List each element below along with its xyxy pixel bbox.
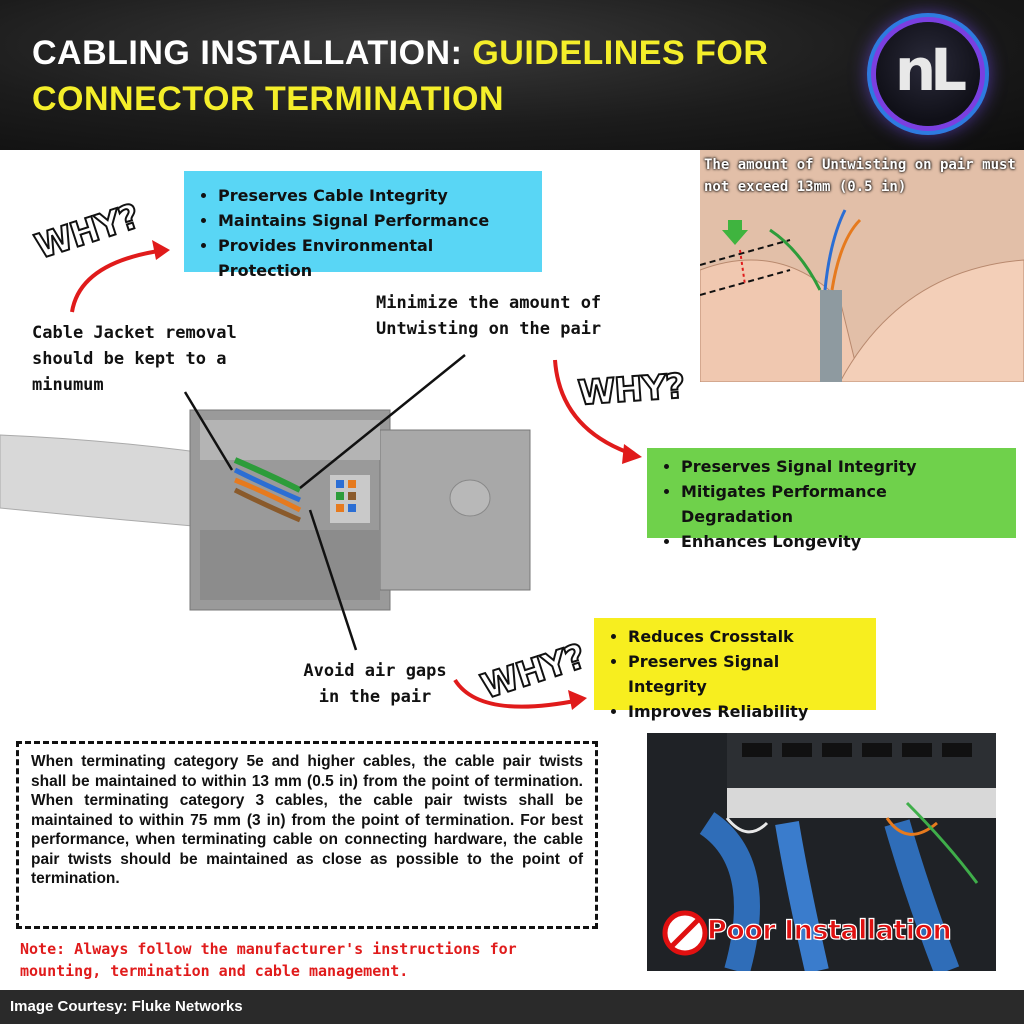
header-banner: CABLING INSTALLATION: GUIDELINES FOR CON… [0, 0, 1024, 150]
callout-air-gaps: Avoid air gaps in the pair [303, 661, 447, 707]
page-title: CABLING INSTALLATION: GUIDELINES FOR CON… [32, 30, 832, 122]
benefit-item: Preserves Signal Integrity [681, 454, 1002, 479]
benefit-item: Preserves Cable Integrity [218, 183, 528, 208]
jack-bottom [200, 530, 380, 600]
title-white: CABLING INSTALLATION: [32, 34, 473, 72]
title-yellow-1: GUIDELINES FOR [472, 34, 769, 72]
benefit-item: Preserves Signal Integrity [628, 649, 862, 699]
poor-installation-label: Poor Installation [706, 914, 952, 946]
benefits-box-green: Preserves Signal Integrity Mitigates Per… [647, 448, 1016, 551]
logo-text: nL [894, 36, 967, 104]
wire-blue [233, 467, 301, 503]
jack-top-ridges [200, 420, 380, 460]
brand-logo: nL [876, 22, 980, 126]
poor-installation-photo: Poor Installation [647, 733, 996, 971]
benefits-box-yellow: Reduces Crosstalk Preserves Signal Integ… [594, 618, 876, 721]
guideline-text-box: When terminating category 5e and higher … [16, 741, 598, 929]
callout-jacket-removal: Cable Jacket removal should be kept to a… [32, 323, 237, 395]
wire-green [233, 457, 302, 493]
manufacturer-note: Note: Always follow the manufacturer's i… [20, 940, 517, 980]
benefit-item: Provides Environmental Protection [218, 233, 528, 283]
wire-brown [233, 487, 301, 523]
benefit-item: Mitigates Performance Degradation [681, 479, 1002, 529]
benefit-item: Enhances Longevity [681, 529, 1002, 554]
benefit-item: Maintains Signal Performance [218, 208, 528, 233]
benefits-box-blue: Preserves Cable Integrity Maintains Sign… [184, 171, 542, 280]
untwisting-caption: The amount of Untwisting on pair must no… [704, 157, 1016, 195]
benefit-item: Reduces Crosstalk [628, 624, 862, 649]
title-yellow-2: CONNECTOR TERMINATION [32, 80, 505, 118]
footer-bar: Image Courtesy: Fluke Networks [0, 990, 1024, 1024]
benefit-item: Improves Reliability [628, 699, 862, 724]
image-courtesy: Image Courtesy: Fluke Networks [10, 998, 243, 1015]
why-label-2: WHY? [576, 365, 687, 414]
callout-untwisting: Minimize the amount of Untwisting on the… [376, 293, 602, 339]
untwisting-photo: The amount of Untwisting on pair must no… [700, 150, 1024, 382]
jack-latch [449, 479, 491, 517]
wire-orange [234, 477, 302, 513]
